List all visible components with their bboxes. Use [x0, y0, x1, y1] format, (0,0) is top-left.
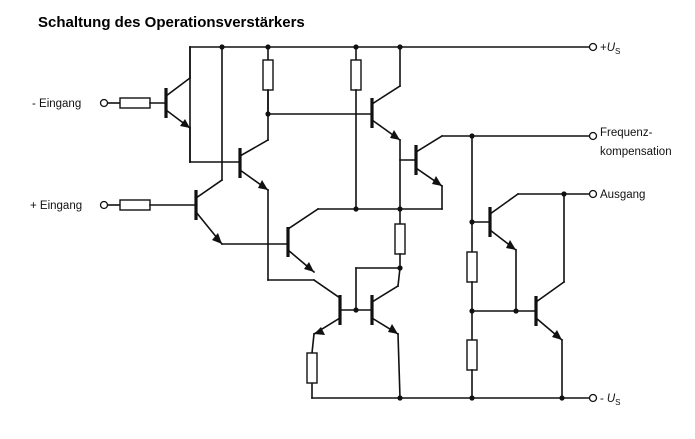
- negative-supply-rail: [311, 382, 591, 399]
- output-terminal: [588, 189, 598, 199]
- transistor-t5: [286, 134, 473, 231]
- transistor-t6: [286, 227, 316, 274]
- plus-input-path: [107, 199, 197, 211]
- transistor-t4: [370, 46, 402, 225]
- plus-input-terminal: [99, 200, 109, 210]
- junction-dots: [219, 44, 567, 401]
- transistor-t9: [471, 192, 591, 312]
- transistor-t1: [164, 46, 241, 163]
- transistor-t2: [194, 46, 289, 246]
- resistor-r4: [306, 352, 318, 384]
- minus-input-terminal: [99, 98, 109, 108]
- minus-input-resistor: [119, 97, 151, 109]
- positive-supply-rail: [189, 46, 591, 163]
- negative-supply-terminal: [588, 393, 598, 403]
- negative-supply-label: -US: [600, 393, 621, 407]
- transistor-t10: [471, 193, 566, 399]
- frequency-compensation-line: [471, 135, 591, 253]
- resistor-r5: [466, 251, 478, 341]
- resistor-r6: [466, 339, 478, 399]
- resistor-r3: [355, 223, 406, 309]
- positive-supply-terminal: [588, 42, 598, 52]
- diagram-title: Schaltung des Operationsverstärkers: [38, 14, 305, 31]
- resistor-r2: [350, 46, 362, 210]
- transistor-t8: [339, 267, 401, 399]
- plus-input-resistor: [119, 199, 151, 211]
- minus-input-path: [107, 97, 167, 109]
- frequency-compensation-label-line2: kompensation: [600, 146, 672, 158]
- output-label: Ausgang: [600, 189, 645, 201]
- transistor-t7: [311, 278, 342, 354]
- minus-input-label: - Eingang: [32, 98, 81, 110]
- positive-supply-label: +US: [600, 42, 620, 56]
- plus-input-label: + Eingang: [30, 200, 82, 212]
- frequency-compensation-label-line1: Frequenz-: [600, 127, 653, 139]
- frequency-compensation-terminal: [588, 131, 598, 141]
- transistor-t3: [238, 89, 315, 281]
